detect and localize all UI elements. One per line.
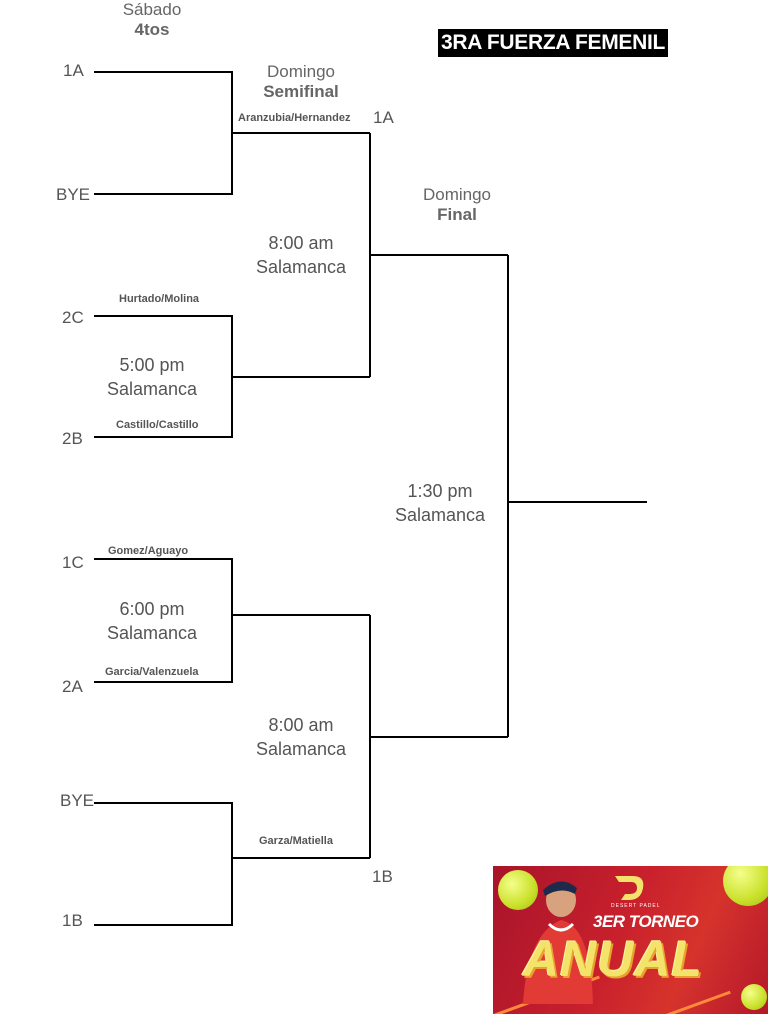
bracket-line-q3 bbox=[94, 558, 233, 683]
team-name: Garcia/Valenzuela bbox=[105, 666, 199, 678]
seed-label: 1B bbox=[62, 911, 83, 930]
tournament-banner: DESERT PADEL 3ER TORNEO ANUAL bbox=[493, 866, 768, 1014]
match-time: 8:00 am bbox=[268, 715, 334, 735]
tennis-ball-icon bbox=[498, 870, 538, 910]
round-header-final: Domingo Final bbox=[397, 185, 517, 224]
match-venue: Salamanca bbox=[106, 379, 198, 400]
round-header-quarters: Sábado 4tos bbox=[112, 0, 192, 39]
round-day: Sábado bbox=[122, 0, 182, 19]
desert-padel-logo-icon bbox=[615, 876, 644, 900]
semi-advance-label: 1B bbox=[372, 867, 393, 886]
seed-label: BYE bbox=[56, 185, 91, 204]
team-name: Castillo/Castillo bbox=[116, 419, 199, 431]
round-stage: Semifinal bbox=[263, 81, 339, 101]
round-stage: Final bbox=[437, 204, 477, 224]
round-day: Domingo bbox=[422, 185, 492, 204]
player-silhouette-icon bbox=[523, 881, 593, 1004]
bracket-line-q1 bbox=[94, 71, 233, 195]
bracket-title: 3RA FUERZA FEMENIL bbox=[438, 29, 669, 57]
seed-label: 2C bbox=[62, 308, 84, 327]
match-venue: Salamanca bbox=[106, 623, 198, 644]
match-venue: Salamanca bbox=[255, 739, 347, 760]
seed-label: BYE bbox=[60, 791, 95, 810]
match-schedule-q3: 6:00 pm Salamanca bbox=[92, 597, 212, 646]
banner-main-title: ANUAL bbox=[523, 931, 703, 987]
decorative-stripe bbox=[645, 990, 731, 1014]
seed-label: 1C bbox=[62, 553, 84, 572]
round-day: Domingo bbox=[266, 62, 336, 81]
team-name: Gomez/Aguayo bbox=[108, 545, 189, 557]
banner-brand: DESERT PADEL bbox=[611, 903, 661, 909]
team-name: Aranzubia/Hernandez bbox=[238, 112, 351, 124]
semi-advance-label: 1A bbox=[373, 108, 394, 127]
tennis-ball-icon bbox=[723, 866, 768, 906]
match-time: 8:00 am bbox=[268, 233, 334, 253]
seed-label: 2B bbox=[62, 429, 83, 448]
tennis-ball-icon bbox=[741, 984, 767, 1010]
match-venue: Salamanca bbox=[394, 505, 486, 526]
match-schedule-sf1: 8:00 am Salamanca bbox=[241, 231, 361, 280]
bracket-line-q4 bbox=[94, 802, 233, 926]
team-name: Garza/Matiella bbox=[259, 835, 333, 847]
banner-subtitle: 3ER TORNEO bbox=[593, 912, 699, 931]
team-name: Hurtado/Molina bbox=[119, 293, 200, 305]
match-time: 1:30 pm bbox=[407, 481, 473, 501]
match-schedule-q2: 5:00 pm Salamanca bbox=[92, 353, 212, 402]
match-schedule-final: 1:30 pm Salamanca bbox=[380, 479, 500, 528]
match-schedule-sf2: 8:00 am Salamanca bbox=[241, 713, 361, 762]
match-venue: Salamanca bbox=[255, 257, 347, 278]
seed-label: 2A bbox=[62, 677, 83, 696]
round-stage: 4tos bbox=[134, 19, 170, 39]
match-time: 6:00 pm bbox=[119, 599, 185, 619]
round-header-semis: Domingo Semifinal bbox=[241, 62, 361, 101]
match-time: 5:00 pm bbox=[119, 355, 185, 375]
seed-label: 1A bbox=[63, 61, 84, 80]
